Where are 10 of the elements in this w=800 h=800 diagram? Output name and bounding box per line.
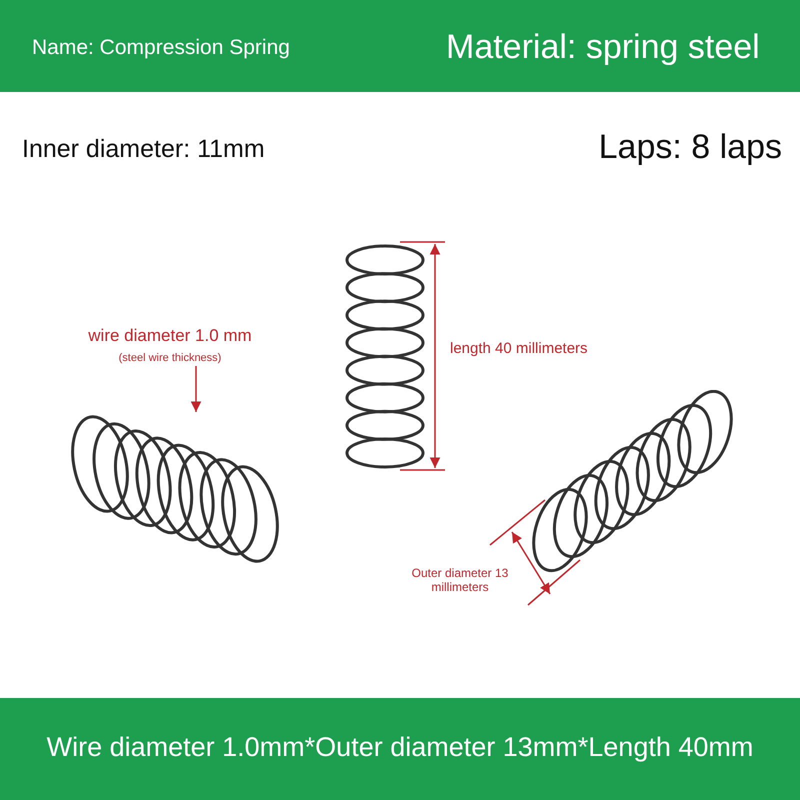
spec-label: Wire diameter 1.0mm*Outer diameter 13mm*Length 40mm: [46, 732, 754, 763]
laps-label: Laps: 8 laps: [598, 128, 782, 167]
leader-line: [190, 366, 202, 412]
material-label: Material: spring steel: [446, 28, 760, 67]
name-label: Name: Compression Spring: [32, 36, 290, 60]
note-label: (steel wire thickness): [118, 352, 222, 364]
wire-diameter-label: wire diameter 1.0 mm: [88, 326, 252, 346]
length-label: length 40 millimeters: [450, 340, 588, 357]
outer-diameter-label: Outer diameter 13 millimeters: [410, 566, 510, 594]
inner-diameter-label: Inner diameter: 11mm: [22, 135, 265, 164]
